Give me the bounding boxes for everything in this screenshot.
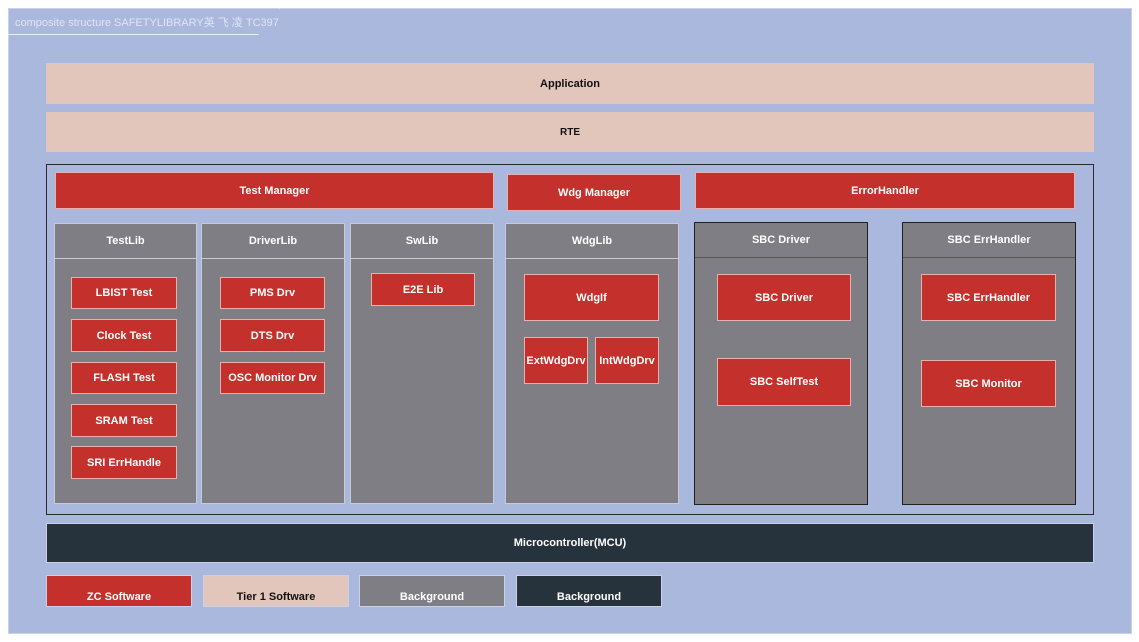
legend-background-dark: Background [516, 575, 662, 607]
legend-tier1-software: Tier 1 Software [203, 575, 349, 607]
wdglib-title: WdgLib [506, 224, 678, 259]
driverlib-title: DriverLib [202, 224, 344, 259]
dts-drv-block[interactable]: DTS Drv [220, 319, 325, 352]
clock-test-block[interactable]: Clock Test [71, 319, 177, 352]
frame-title: composite structure SAFETYLIBRARY英 飞 凌 T… [15, 17, 279, 29]
legend-zc-software: ZC Software [46, 575, 192, 607]
error-handler-block[interactable]: ErrorHandler [695, 172, 1075, 209]
swlib-panel[interactable]: SwLib [350, 223, 494, 504]
sri-errhandle-block[interactable]: SRI ErrHandle [71, 446, 177, 479]
sbc-monitor-block[interactable]: SBC Monitor [921, 360, 1056, 407]
sbc-selftest-block[interactable]: SBC SelfTest [717, 358, 851, 406]
extwdgdrv-block[interactable]: ExtWdgDrv [524, 337, 588, 384]
e2e-lib-block[interactable]: E2E Lib [371, 273, 475, 306]
sbc-driver-block[interactable]: SBC Driver [717, 274, 851, 321]
application-layer[interactable]: Application [46, 63, 1094, 104]
test-manager-block[interactable]: Test Manager [55, 172, 494, 209]
legend-background-gray: Background [359, 575, 505, 607]
swlib-title: SwLib [351, 224, 493, 259]
pms-drv-block[interactable]: PMS Drv [220, 277, 325, 309]
sbc-driver-title: SBC Driver [695, 223, 867, 258]
microcontroller-layer[interactable]: Microcontroller(MCU) [46, 523, 1094, 563]
wdgif-block[interactable]: WdgIf [524, 274, 659, 321]
osc-monitor-drv-block[interactable]: OSC Monitor Drv [220, 362, 325, 394]
testlib-title: TestLib [55, 224, 196, 259]
sbc-errhandler-block[interactable]: SBC ErrHandler [921, 274, 1056, 321]
flash-test-block[interactable]: FLASH Test [71, 362, 177, 394]
intwdgdrv-block[interactable]: IntWdgDrv [595, 337, 659, 384]
rte-layer[interactable]: RTE [46, 112, 1094, 152]
sram-test-block[interactable]: SRAM Test [71, 404, 177, 437]
sbc-errhandler-title: SBC ErrHandler [903, 223, 1075, 258]
lbist-test-block[interactable]: LBIST Test [71, 277, 177, 309]
safety-library-group [46, 164, 1094, 515]
wdg-manager-block[interactable]: Wdg Manager [507, 174, 681, 211]
